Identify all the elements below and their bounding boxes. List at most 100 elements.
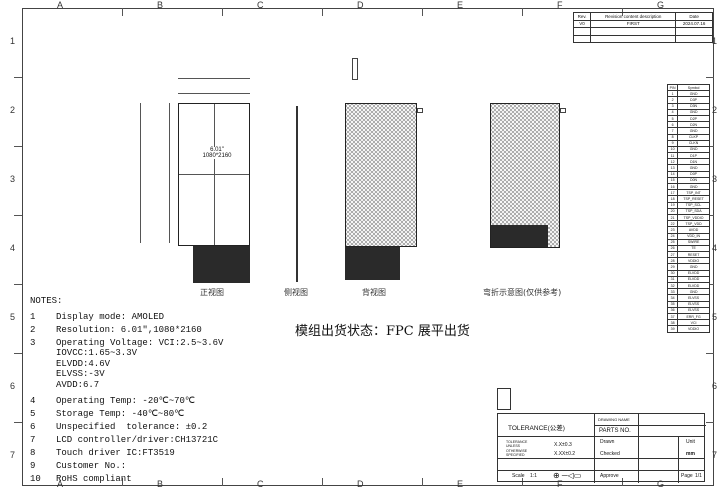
column-marker: E (457, 479, 464, 489)
row-marker: 1 (712, 36, 718, 46)
rev-header: Rev. (572, 12, 592, 21)
date-header: Date (675, 12, 713, 21)
back-tab (417, 108, 423, 113)
note-text: Storage Temp: -40℃~80℃ (56, 409, 185, 419)
row-marker: 4 (712, 243, 718, 253)
row-marker: 2 (10, 105, 16, 115)
note-text: Touch driver IC:FT3519 (56, 448, 175, 458)
column-marker: F (557, 0, 563, 10)
bend-view-panel (490, 103, 560, 248)
note-number: 1 (30, 312, 36, 322)
display-resolution: 1080*2160 (202, 153, 232, 159)
rev-value: V0 (572, 19, 592, 28)
row-marker: 7 (712, 450, 718, 460)
front-view-label: 正视图 (200, 288, 224, 297)
row-marker: 7 (10, 450, 16, 460)
projection-symbol-icon: ⊕ ─◁▭ (553, 471, 582, 480)
back-view-panel (345, 103, 417, 247)
bend-tab (560, 108, 566, 113)
tolerance-unless-value: X.X±0.3 (554, 442, 572, 448)
side-view-label: 侧视图 (284, 288, 308, 297)
unit-label: Unit (686, 439, 695, 445)
side-view-panel (296, 106, 298, 282)
row-marker: 2 (712, 105, 718, 115)
note-number: 9 (30, 461, 36, 471)
row-marker: 3 (10, 174, 16, 184)
note-number: 10 (30, 474, 41, 484)
row-marker: 5 (712, 312, 718, 322)
note-subtext: ELVDD:4.6V (56, 358, 111, 369)
pin-symbol: VDDIO (677, 325, 710, 333)
note-text: Unspecified tolerance: ±0.2 (56, 422, 208, 432)
row-marker: 4 (10, 243, 16, 253)
otherwise-value: X.XX±0.2 (554, 451, 576, 457)
column-marker: A (57, 479, 64, 489)
note-text: Operating Temp: -20℃~70℃ (56, 396, 196, 406)
tolerance-unless-label: TOLERANCE UNLESS (506, 440, 528, 448)
column-marker: A (57, 0, 64, 10)
note-text: Resolution: 6.01",1080*2160 (56, 325, 202, 335)
row-marker: 6 (10, 381, 16, 391)
desc-header: Revision content description (590, 12, 677, 21)
bend-fpc (491, 225, 548, 247)
bend-view-label: 弯折示意图(仅供参考) (483, 288, 562, 297)
note-number: 2 (30, 325, 36, 335)
scale-label: Scale (512, 473, 525, 479)
width-dimension (178, 78, 250, 94)
row-marker: 6 (712, 381, 718, 391)
title-block: TOLERANCE(公差) DRAWING NAME PARTS NO. TOL… (497, 413, 706, 483)
note-text: RoHS compliant (56, 474, 132, 484)
note-number: 4 (30, 396, 36, 406)
scale-value: 1:1 (530, 473, 537, 479)
back-view-label: 背视图 (362, 288, 386, 297)
column-marker: B (157, 0, 164, 10)
column-marker: D (357, 0, 364, 10)
note-text: Customer No.: (56, 461, 127, 471)
front-fpc (193, 246, 250, 283)
drawing-name-label: DRAWING NAME (598, 417, 630, 422)
pin-number: 39 (666, 325, 679, 333)
note-text: Display mode: AMOLED (56, 312, 165, 322)
note-text: Operating Voltage: VCI:2.5~3.6V (56, 338, 224, 348)
parts-no-label: PARTS NO. (599, 428, 631, 434)
front-view-panel: 6.01" 1080*2160 (178, 103, 250, 246)
note-text: LCD controller/driver:CH13721C (56, 435, 219, 445)
height-dimension (140, 103, 170, 243)
row-marker: 1 (10, 36, 16, 46)
note-subtext: ELVSS:-3V (56, 369, 105, 379)
note-number: 6 (30, 422, 36, 432)
column-marker: E (457, 0, 464, 10)
drawing-frame (22, 8, 714, 486)
desc-value: FIRST (590, 19, 677, 28)
column-marker: F (557, 479, 563, 489)
row-marker: 3 (712, 174, 718, 184)
page-label: Page (681, 473, 693, 479)
shipping-status-note: 模组出货状态：FPC 展平出货 (295, 324, 470, 339)
title-block-tab (497, 388, 511, 410)
date-value: 2024.07.16 (675, 19, 713, 28)
note-subtext: IOVCC:1.65~3.3V (56, 348, 138, 358)
notes-section: NOTES: 1 Display mode: AMOLED 2 Resolution:… (30, 295, 223, 484)
tolerance-label: TOLERANCE(公差) (508, 425, 565, 432)
column-marker: D (357, 479, 364, 489)
drawn-label: Drawn (600, 439, 615, 445)
row-marker: 5 (10, 312, 16, 322)
display-size: 6.01" (210, 147, 224, 153)
detail-section (352, 58, 358, 80)
otherwise-label: OTHERWISE SPECIFIED (506, 449, 528, 457)
column-marker: B (157, 479, 164, 489)
back-fpc (345, 247, 400, 280)
note-subtext: AVDD:6.7 (56, 379, 100, 390)
column-marker: G (657, 0, 665, 10)
column-marker: C (257, 479, 264, 489)
notes-title: NOTES: (30, 296, 63, 306)
note-number: 3 (30, 338, 36, 348)
column-marker: C (257, 0, 264, 10)
approve-label: Approve (600, 473, 619, 479)
note-number: 5 (30, 409, 36, 419)
unit-value: mm (686, 451, 695, 457)
note-number: 8 (30, 448, 36, 458)
